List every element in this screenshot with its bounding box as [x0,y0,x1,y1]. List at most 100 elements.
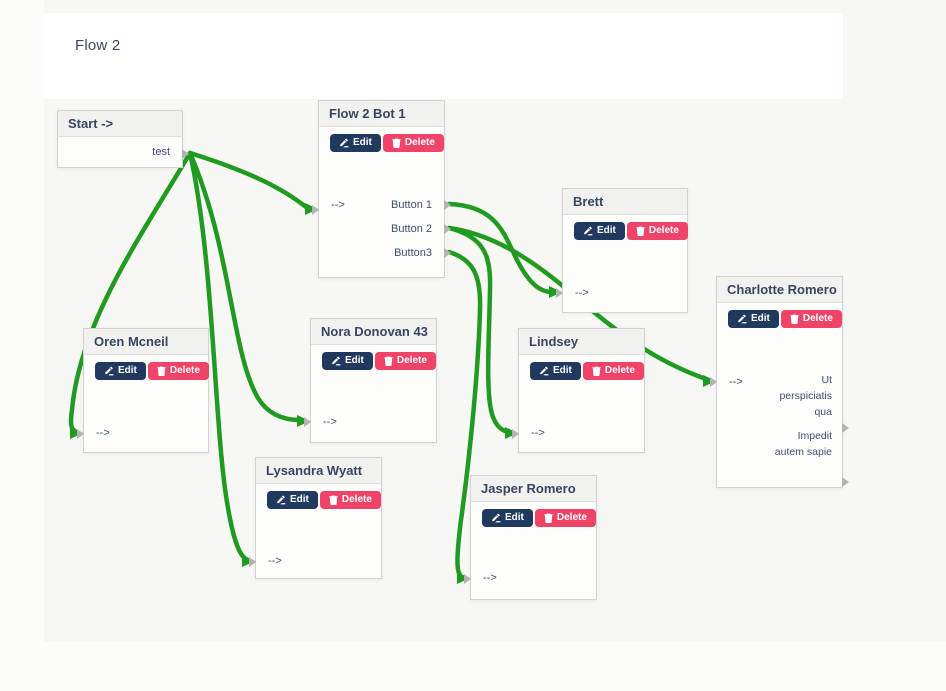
edit-pencil-icon [491,513,501,523]
node-title: Oren Mcneil [84,329,208,355]
node-jasper[interactable]: Jasper Romero Edit Delete --> [464,475,597,600]
input-port[interactable] [77,429,84,439]
node-brett[interactable]: Brett Edit Delete --> [556,188,688,313]
input-label: --> [96,427,110,439]
edit-button[interactable]: Edit [530,362,581,380]
trash-icon [790,314,799,324]
delete-button-label: Delete [404,137,435,148]
delete-button[interactable]: Delete [374,352,436,370]
edit-button[interactable]: Edit [95,362,146,380]
edit-button-label: Edit [553,365,572,376]
delete-button-label: Delete [341,494,372,505]
delete-button[interactable]: Delete [319,491,381,509]
connection-test-flow2bot1 [187,150,309,210]
input-port[interactable] [556,288,563,298]
edit-button[interactable]: Edit [267,491,318,509]
edit-button[interactable]: Edit [728,310,779,328]
trash-icon [392,138,401,148]
edit-pencil-icon [104,366,114,376]
input-label: --> [268,555,282,567]
edit-button-label: Edit [290,494,309,505]
input-label: --> [575,287,589,299]
edit-button-label: Edit [505,512,524,523]
input-label: --> [331,199,345,211]
page-title: Flow 2 [75,37,121,54]
edit-button-label: Edit [751,313,770,324]
delete-button-label: Delete [169,365,200,376]
output-port-button1[interactable] [444,200,451,210]
output-label-impedit-autem: Impedit autem sapie [774,430,832,458]
node-lysandra[interactable]: Lysandra Wyatt Edit Delete --> [249,457,382,579]
delete-button[interactable]: Delete [626,222,688,240]
output-label-button3: Button3 [394,247,432,259]
node-title: Brett [563,189,687,215]
edit-button[interactable]: Edit [322,352,373,370]
output-port-button2[interactable] [444,224,451,234]
input-port[interactable] [512,429,519,439]
output-label-button1: Button 1 [391,199,432,211]
connection-test-nora [187,150,303,423]
output-port-ut-perspiciatis[interactable] [842,423,849,433]
trash-icon [592,366,601,376]
delete-button[interactable]: Delete [147,362,209,380]
output-port-test[interactable] [182,149,189,159]
edit-button-label: Edit [597,225,616,236]
edit-button-label: Edit [118,365,137,376]
trash-icon [636,226,645,236]
node-lindsey[interactable]: Lindsey Edit Delete --> [512,328,645,453]
connection-test-lysandra [187,150,249,562]
trash-icon [157,366,166,376]
delete-button[interactable]: Delete [534,509,596,527]
delete-button-label: Delete [648,225,679,236]
node-title: Start -> [58,111,182,137]
delete-button-label: Delete [604,365,635,376]
node-start[interactable]: Start -> test [57,110,189,168]
node-oren[interactable]: Oren Mcneil Edit Delete --> [77,328,209,453]
edit-pencil-icon [331,356,341,366]
delete-button[interactable]: Delete [780,310,842,328]
start-row-test: test [152,146,170,158]
output-port-impedit-autem[interactable] [842,477,849,487]
node-title: Nora Donovan 43 [311,319,436,345]
connection-button2-lindsey [446,225,511,435]
trash-icon [329,495,338,505]
delete-button[interactable]: Delete [382,134,444,152]
edit-pencil-icon [339,138,349,148]
delete-button-label: Delete [556,512,587,523]
output-label-ut-perspiciatis: Ut perspiciatis qua [779,374,832,418]
input-label: --> [531,427,545,439]
edit-button-label: Edit [353,137,372,148]
input-label: --> [729,376,743,388]
input-port[interactable] [464,574,471,584]
edit-button-label: Edit [345,355,364,366]
node-nora[interactable]: Nora Donovan 43 Edit Delete --> [304,318,437,443]
output-port-button3[interactable] [444,248,451,258]
edit-pencil-icon [276,495,286,505]
node-title: Charlotte Romero [717,277,842,303]
trash-icon [384,356,393,366]
connection-button3-jasper [446,249,483,578]
edit-button[interactable]: Edit [330,134,381,152]
trash-icon [544,513,553,523]
input-label: --> [323,416,337,428]
node-title: Lindsey [519,329,644,355]
node-title: Lysandra Wyatt [256,458,381,484]
edit-pencil-icon [583,226,593,236]
delete-button[interactable]: Delete [582,362,644,380]
input-port[interactable] [710,377,717,387]
input-port[interactable] [312,205,319,215]
input-port[interactable] [249,557,256,567]
input-label: --> [483,572,497,584]
output-label-button2: Button 2 [391,223,432,235]
delete-button-label: Delete [802,313,833,324]
delete-button-label: Delete [396,355,427,366]
node-title: Jasper Romero [471,476,596,502]
node-charlotte[interactable]: Charlotte Romero Edit Delete --> Ut pers… [710,276,849,488]
edit-button[interactable]: Edit [574,222,625,240]
connection-button1-brett [446,201,555,295]
input-port[interactable] [304,417,311,427]
edit-pencil-icon [539,366,549,376]
edit-button[interactable]: Edit [482,509,533,527]
edit-pencil-icon [737,314,747,324]
node-flow2bot1[interactable]: Flow 2 Bot 1 Edit Delete --> Button 1 Bu… [312,100,451,278]
